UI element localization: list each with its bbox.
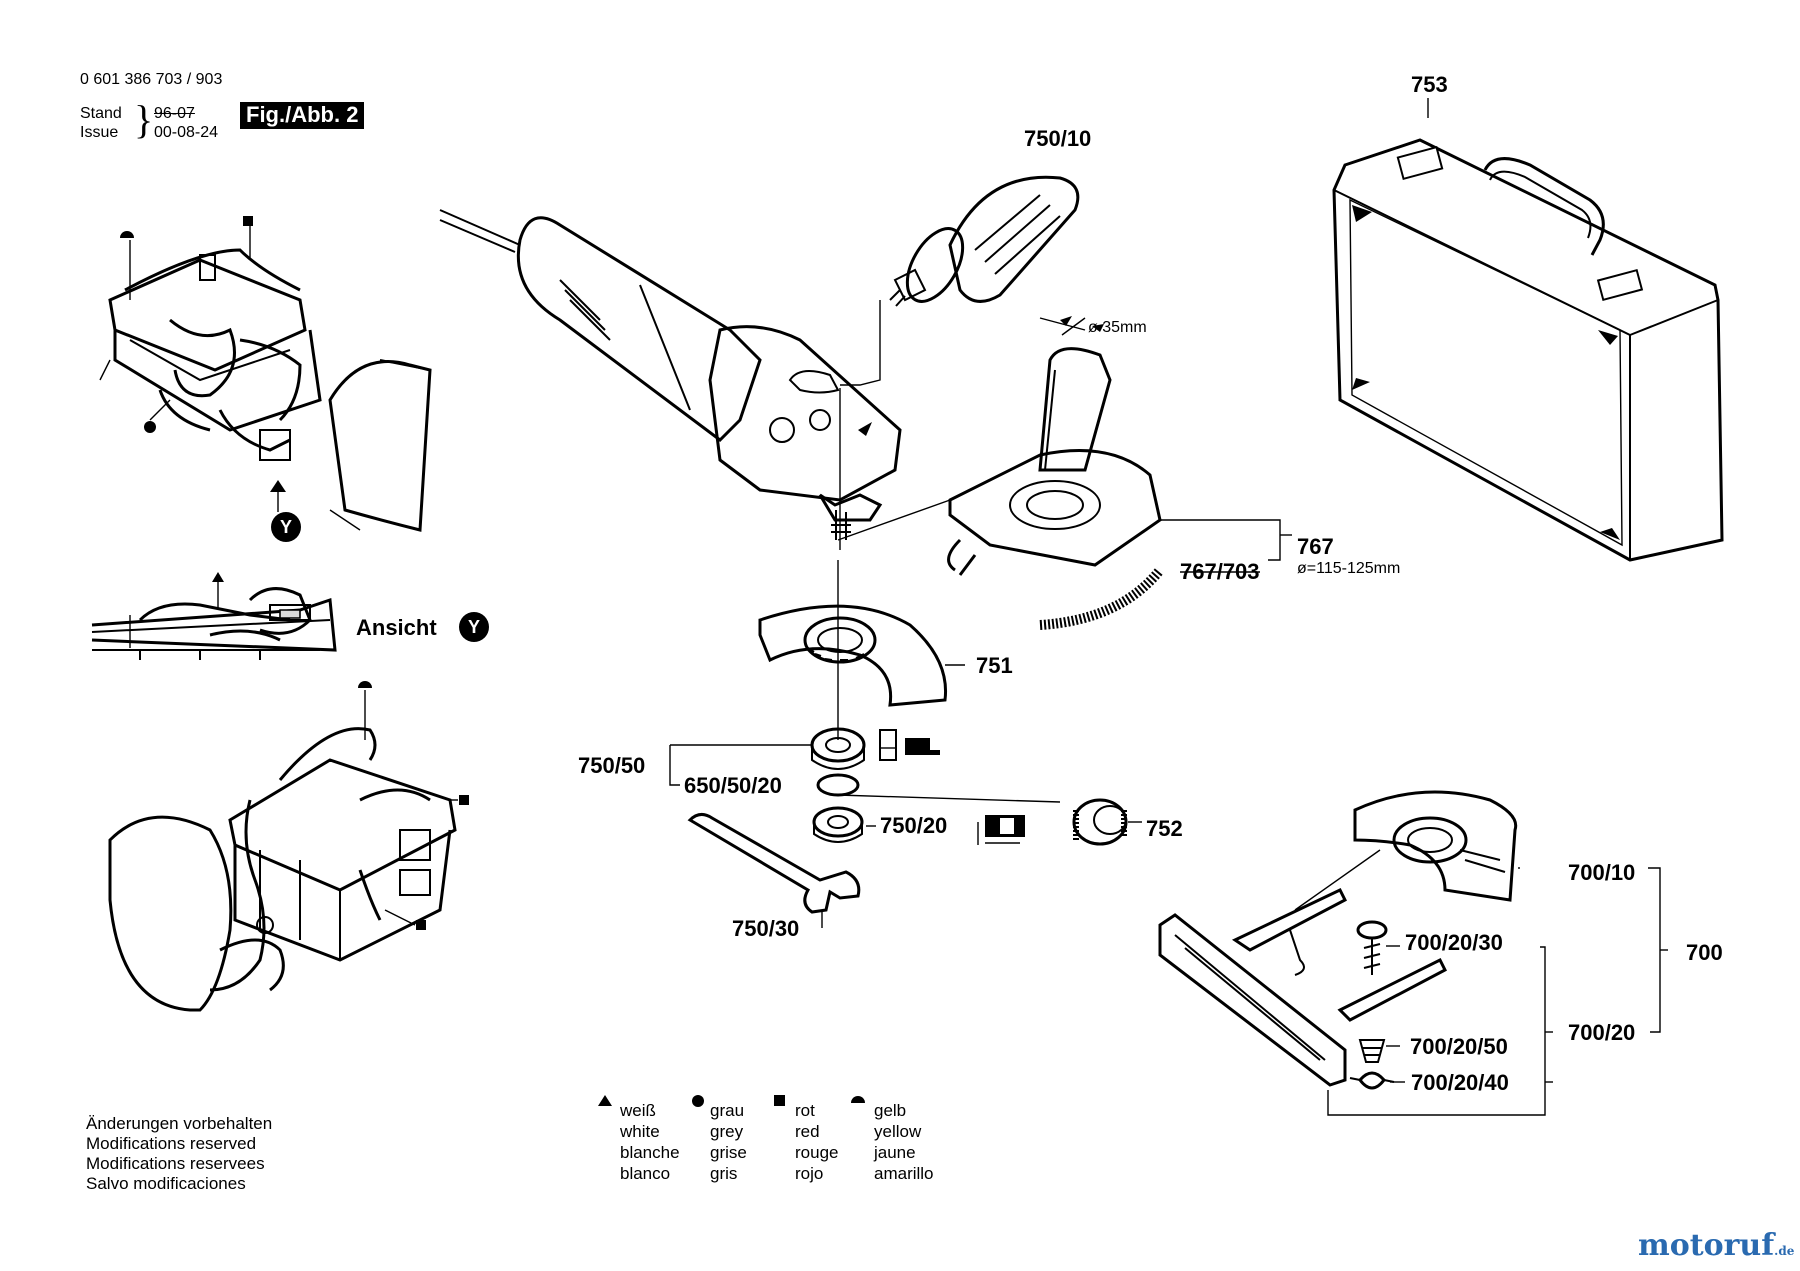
spanner-750-30-drawing (687, 813, 861, 928)
note-de: Änderungen vorbehalten (86, 1114, 273, 1133)
legend-circle-icon (692, 1095, 704, 1107)
legend-square-icon (774, 1095, 785, 1106)
legend-red-fr: rouge (795, 1143, 839, 1162)
legend-grey: grau grey grise gris (710, 1100, 747, 1184)
watermark-brand: motoruf (1638, 1228, 1775, 1263)
label-700-20: 700/20 (1568, 1020, 1636, 1045)
ansicht-y-detail-drawing (91, 572, 337, 660)
modification-notes: Änderungen vorbehalten Modifications res… (86, 1114, 272, 1194)
issue-date: 00-08-24 (154, 124, 219, 141)
issue-label: Issue (80, 124, 119, 141)
carrying-case-753-drawing (1332, 98, 1724, 562)
ansicht-label: Ansicht (356, 615, 437, 640)
label-752: 752 (1146, 816, 1183, 841)
guard-751-drawing (758, 604, 965, 707)
note-es: Salvo modificaciones (86, 1174, 246, 1193)
label-767: 767 (1297, 534, 1334, 559)
part-number: 0 601 386 703 / 903 (80, 71, 223, 88)
legend-yellow: gelb yellow jaune amarillo (874, 1100, 934, 1184)
cutting-guide-700-drawing (1158, 790, 1518, 1090)
quick-nut-752-drawing (1072, 798, 1128, 846)
legend-red-es: rojo (795, 1164, 824, 1183)
stand-issue-dates: 96-07 00-08-24 (154, 104, 218, 142)
label-750-50: 750/50 (578, 753, 646, 778)
dimension-hose-diameter: ø 35mm (1088, 319, 1147, 336)
wiring-detail-bottom-drawing (108, 690, 458, 1012)
legend-yellow-en: yellow (874, 1122, 922, 1141)
legend-white: weiß white blanche blanco (620, 1100, 680, 1184)
legend-yellow-es: amarillo (874, 1164, 934, 1183)
view-marker-y-2: Y (459, 612, 489, 642)
angle-grinder-drawing (439, 209, 902, 540)
legend-half-circle-icon (851, 1096, 865, 1103)
watermark-suffix: .de (1774, 1244, 1795, 1258)
label-750-20: 750/20 (880, 813, 948, 838)
note-fr: Modifications reservees (86, 1154, 265, 1173)
legend-white-fr: blanche (620, 1143, 680, 1162)
label-767-703: 767/703 (1180, 559, 1260, 584)
watermark-logo: motoruf.de (1638, 1228, 1794, 1263)
label-650-50-20: 650/50/20 (684, 773, 782, 798)
label-750-10: 750/10 (1024, 126, 1092, 151)
label-700-20-40: 700/20/40 (1411, 1070, 1509, 1095)
label-700-10: 700/10 (1568, 860, 1636, 885)
legend-white-es: blanco (620, 1164, 671, 1183)
legend-yellow-fr: jaune (874, 1143, 916, 1162)
side-handle-750-10-drawing (839, 175, 1080, 550)
dimension-disc-range: ø=115-125mm (1297, 560, 1401, 577)
legend-red-de: rot (795, 1101, 815, 1120)
brace-symbol: } (134, 97, 154, 142)
legend-grey-fr: grise (710, 1143, 747, 1162)
flange-750-50-drawing (810, 727, 940, 770)
stand-issue-labels: Stand Issue (80, 104, 122, 142)
label-753: 753 (1411, 72, 1448, 97)
label-750-30: 750/30 (732, 916, 800, 941)
legend-grey-en: grey (710, 1122, 744, 1141)
label-700: 700 (1686, 940, 1723, 965)
figure-label: Fig./Abb. 2 (240, 102, 365, 129)
legend-grey-de: grau (710, 1101, 745, 1120)
stand-old-date: 96-07 (154, 105, 195, 122)
label-700-20-30: 700/20/30 (1405, 930, 1503, 955)
view-marker-y: Y (271, 512, 301, 542)
clamping-nut-750-20-drawing (812, 806, 1025, 845)
label-700-20-50: 700/20/50 (1410, 1034, 1508, 1059)
legend-red-en: red (795, 1122, 820, 1141)
legend-grey-es: gris (710, 1164, 738, 1183)
legend-white-en: white (620, 1122, 660, 1141)
legend-yellow-de: gelb (874, 1101, 907, 1120)
legend-red: rot red rouge rojo (795, 1100, 838, 1184)
wiring-detail-top-drawing (99, 218, 432, 532)
label-751: 751 (976, 653, 1013, 678)
stand-label: Stand (80, 105, 122, 122)
o-ring-650-50-20-drawing (816, 773, 860, 797)
legend-triangle-icon (598, 1095, 612, 1106)
dust-guard-767-drawing (947, 316, 1164, 630)
legend-white-de: weiß (620, 1101, 656, 1120)
note-en: Modifications reserved (86, 1134, 257, 1153)
